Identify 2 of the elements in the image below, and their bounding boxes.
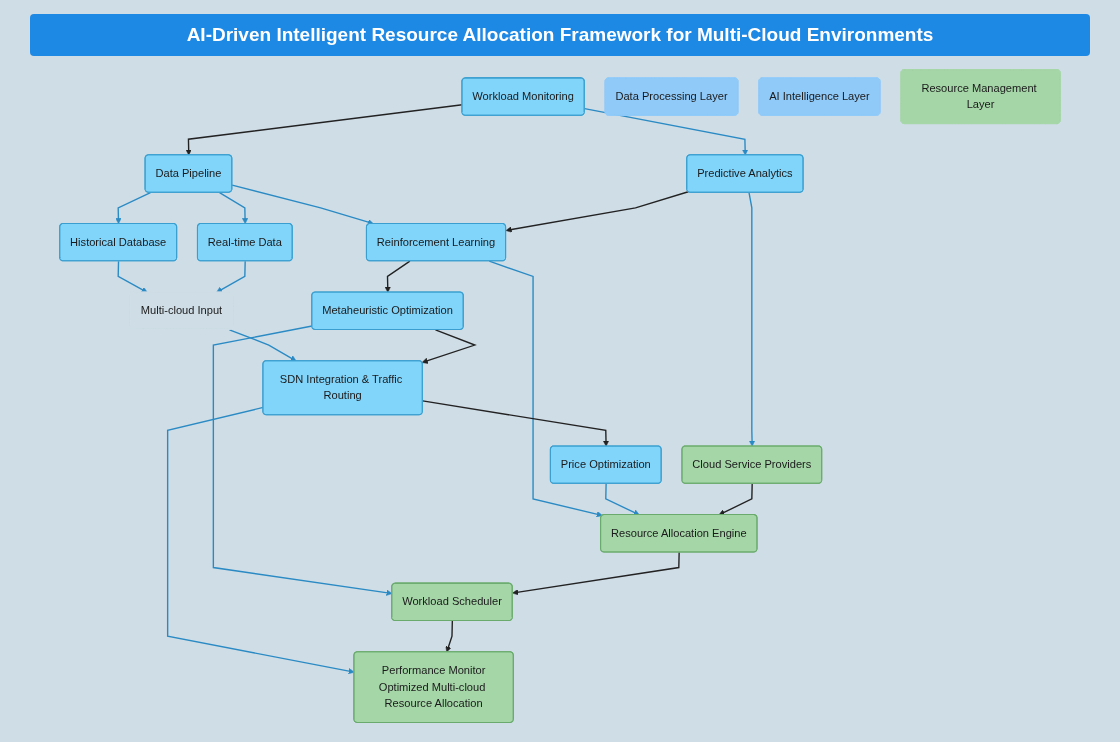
title-banner: AI-Driven Intelligent Resource Allocation Framework for Multi-Cloud Environments <box>30 14 1090 56</box>
node-text: Multi-cloud Input <box>140 304 223 317</box>
